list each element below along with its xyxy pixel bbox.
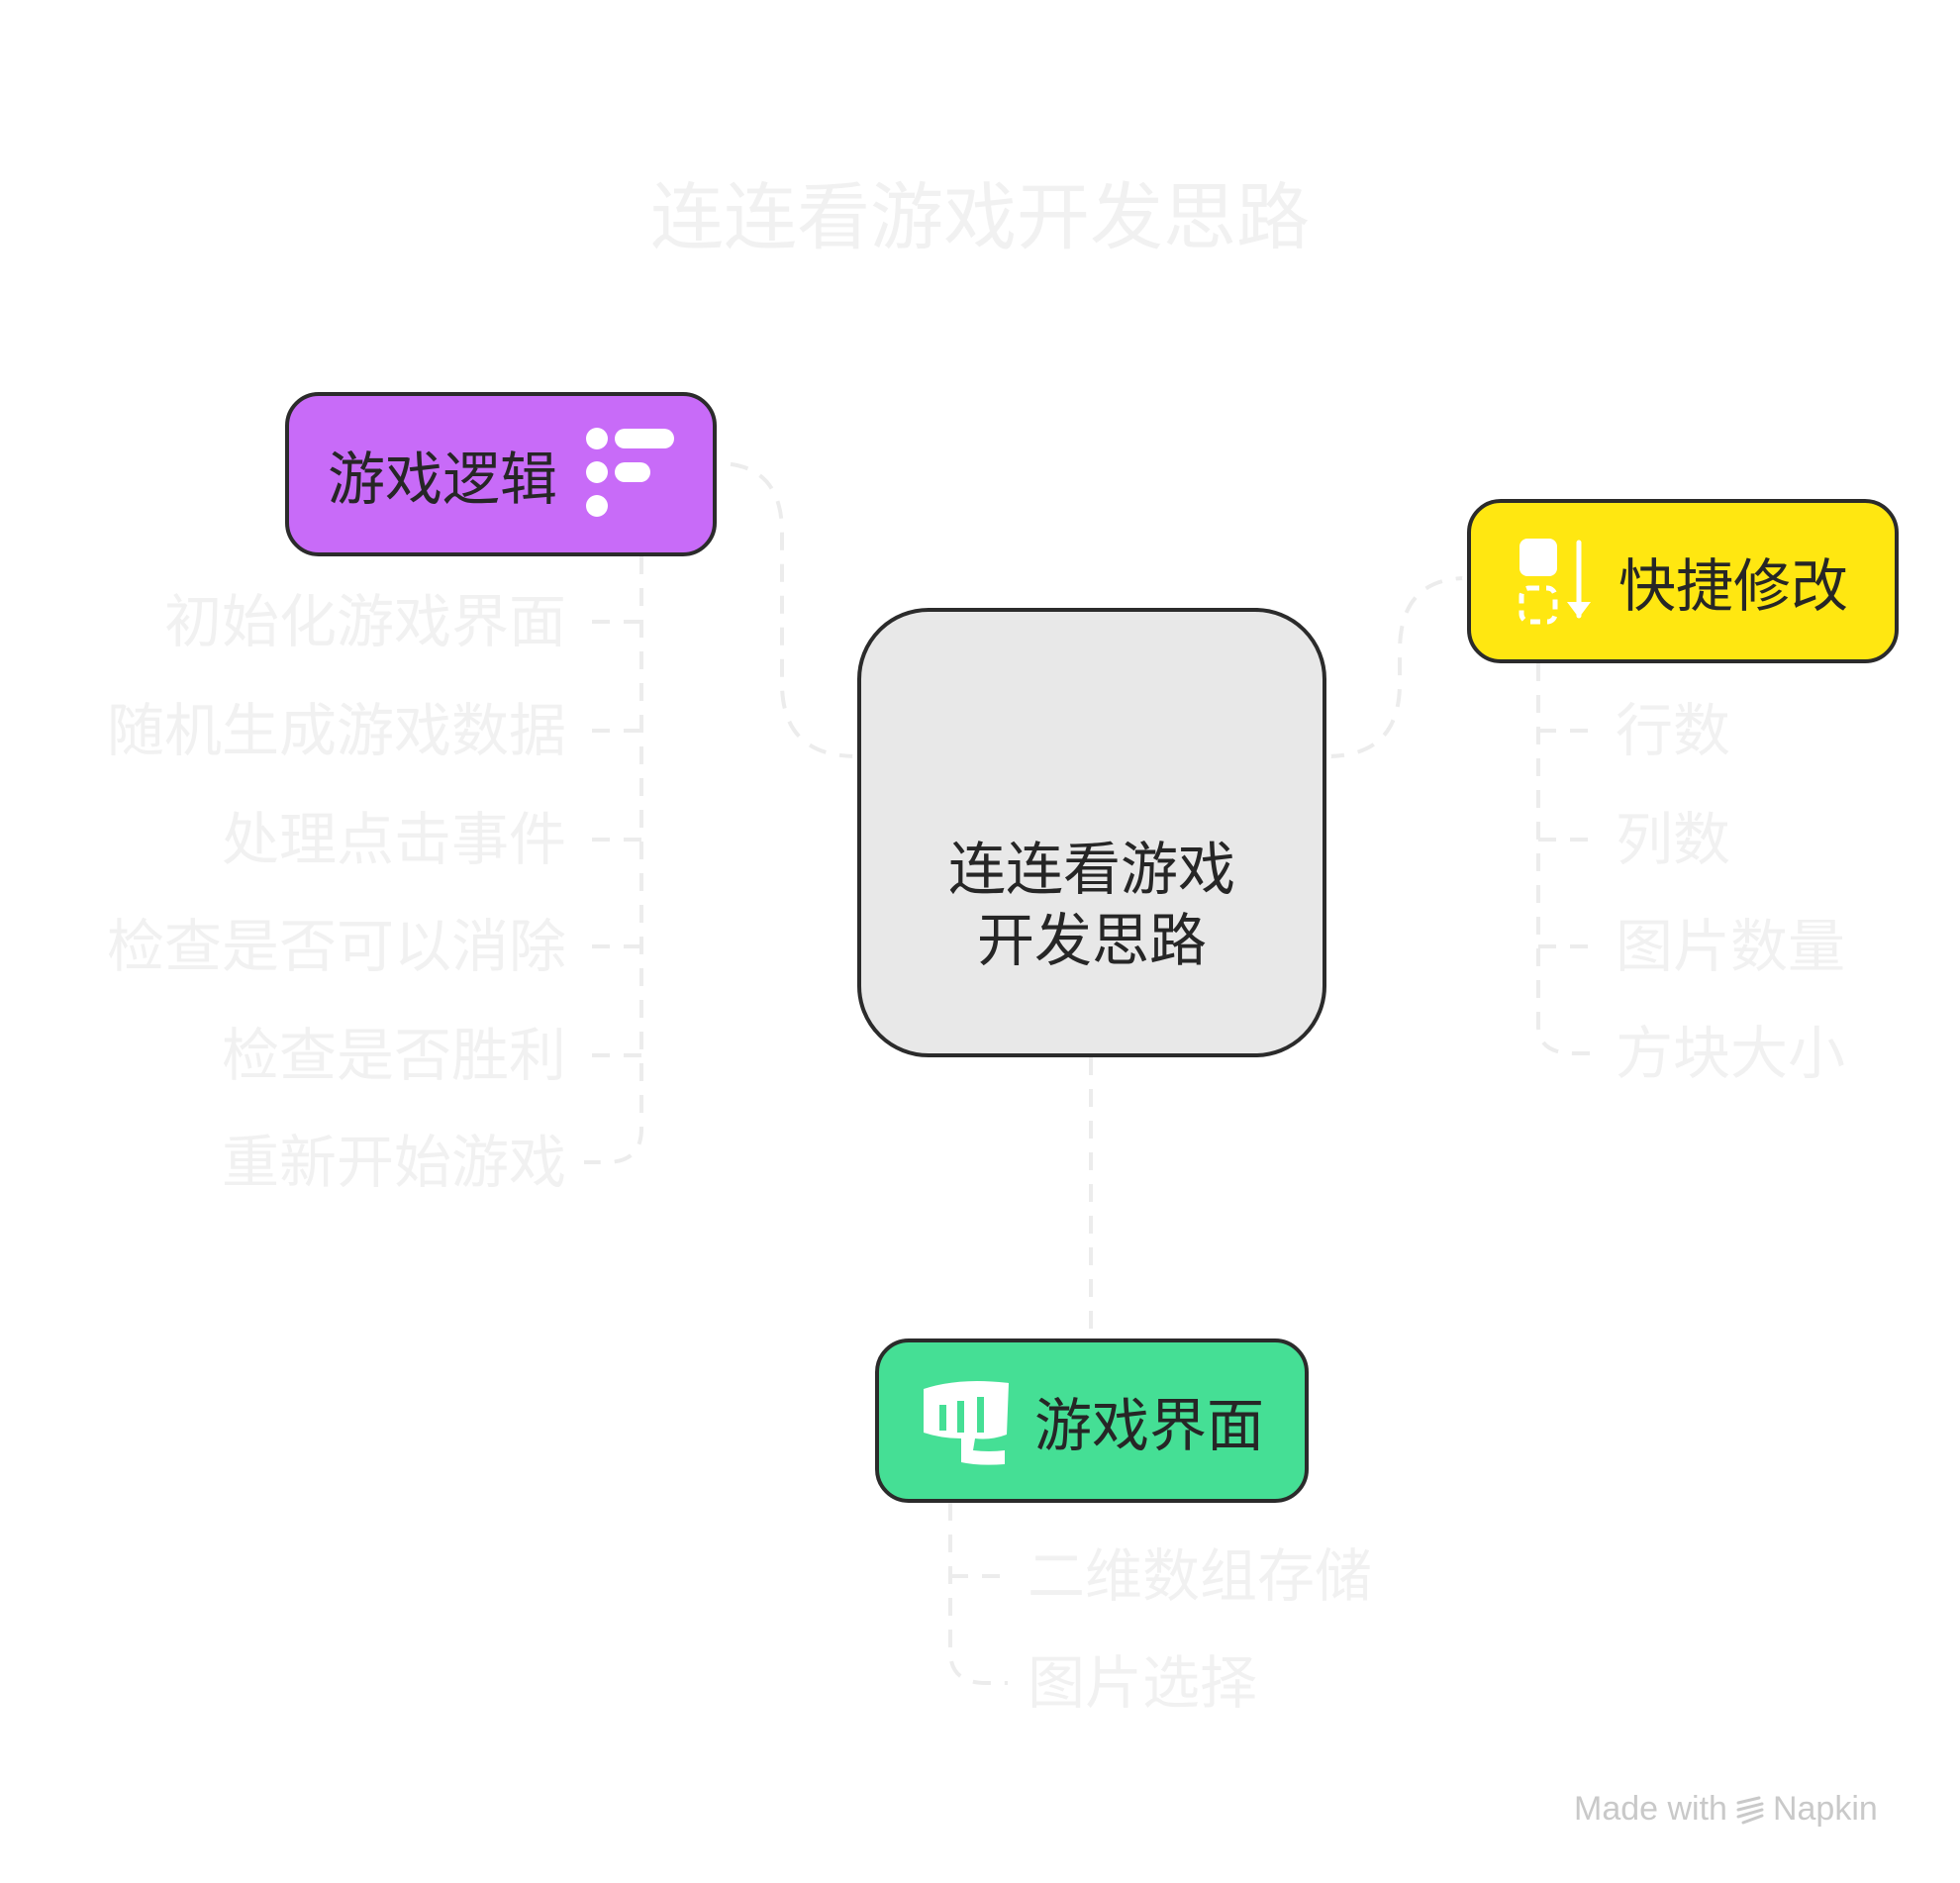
logic-item: 随机生成游戏数据 — [106, 697, 566, 764]
ui-item: 图片选择 — [1028, 1649, 1258, 1717]
settings-node[interactable]: 快捷修改 — [1467, 499, 1899, 663]
connector-center-logic — [716, 461, 858, 758]
connector-ui-trunk — [948, 1503, 1008, 1685]
tree-list-icon — [586, 428, 674, 517]
fist-icon — [923, 1381, 1009, 1465]
center-node[interactable]: 连连看游戏 开发思路 — [857, 608, 1326, 1057]
connector-logic-trunk — [584, 556, 643, 1164]
logic-item: 初始化游戏界面 — [163, 588, 566, 655]
settings-item: 图片数量 — [1616, 913, 1846, 980]
settings-item: 行数 — [1616, 697, 1731, 764]
logic-item: 检查是否可以消除 — [106, 913, 566, 980]
ui-node[interactable]: 游戏界面 — [875, 1338, 1309, 1503]
diagram-title: 连连看游戏开发思路 — [650, 175, 1310, 260]
napkin-watermark[interactable]: Made with Napkin — [1574, 1790, 1878, 1829]
sort-blocks-icon — [1519, 539, 1591, 625]
ui-node-label: 游戏界面 — [1033, 1392, 1264, 1459]
logic-node-label: 游戏逻辑 — [327, 446, 557, 513]
logic-item: 检查是否胜利 — [221, 1022, 566, 1089]
watermark-prefix: Made with — [1574, 1790, 1727, 1828]
settings-item: 方块大小 — [1616, 1020, 1846, 1087]
napkin-logo-icon — [1736, 1796, 1764, 1824]
connector-center-settings — [1325, 576, 1468, 758]
settings-node-label: 快捷修改 — [1617, 552, 1848, 620]
logic-item: 处理点击事件 — [221, 806, 566, 873]
ui-item: 二维数组存储 — [1028, 1542, 1373, 1610]
watermark-brand: Napkin — [1772, 1790, 1878, 1828]
logic-node[interactable]: 游戏逻辑 — [285, 392, 717, 556]
logic-item: 重新开始游戏 — [221, 1129, 566, 1196]
center-node-line-1: 连连看游戏 — [947, 836, 1235, 903]
center-node-line-2: 开发思路 — [976, 907, 1207, 974]
settings-item: 列数 — [1616, 806, 1731, 873]
connector-settings-trunk — [1536, 663, 1596, 1055]
